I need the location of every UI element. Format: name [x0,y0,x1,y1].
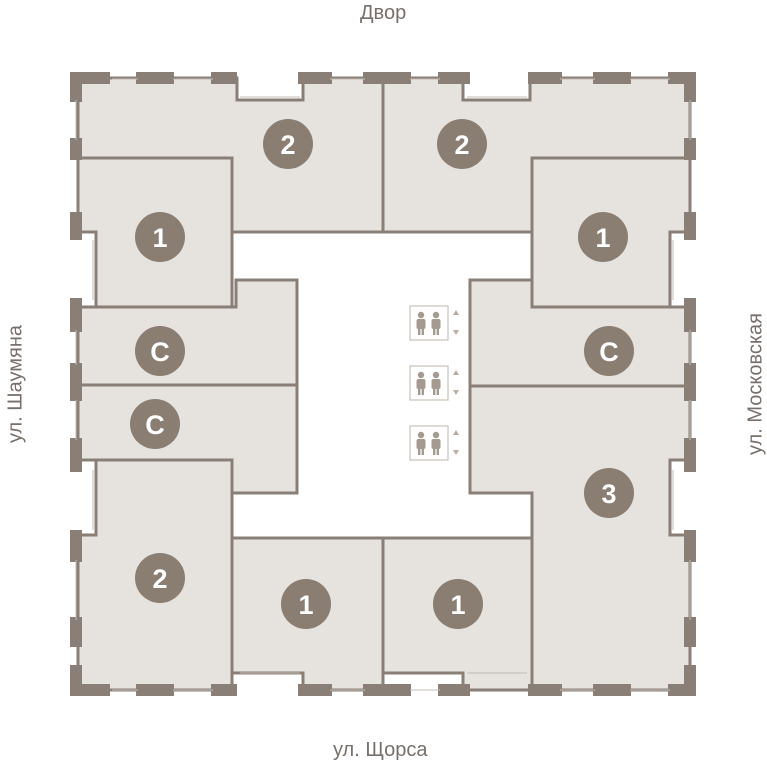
apt-right-1-badge[interactable]: 1 [578,212,628,262]
wall-pier [363,684,411,696]
wall-pier [528,684,562,696]
wall-pier [70,617,82,647]
apartment-type-label: 1 [298,590,313,620]
wall-pier [684,438,696,472]
wall-pier [211,72,237,84]
apt-bottom-1-right-badge[interactable]: 1 [433,579,483,629]
apt-right-3-badge[interactable]: 3 [584,468,634,518]
person-icon [431,431,441,455]
apt-left-c-upper-badge[interactable]: С [135,326,185,376]
apartment-type-label: 2 [280,130,295,160]
wall-pier [70,438,82,472]
wall-pier [684,530,696,562]
wall-pier [136,72,174,84]
apartment-type-label: 1 [152,223,167,253]
elevator-2[interactable] [409,365,459,401]
elevator-box [409,365,449,401]
arrow-up-icon [453,310,459,315]
wall-pier [298,684,332,696]
apartment-type-label: 1 [595,223,610,253]
wall-pier [684,665,696,696]
apt-bottom-1-left-badge[interactable]: 1 [281,579,331,629]
badge-circle [135,553,185,603]
wall-pier [593,72,631,84]
badge-circle [135,212,185,262]
street-label-top: Двор [360,2,407,24]
apt-top-left-2-badge[interactable]: 2 [263,119,313,169]
wall-pier [438,72,470,84]
elevator-1[interactable] [409,305,459,341]
window-strips [75,78,691,691]
apartment-type-label: 1 [450,590,465,620]
apartment-type-label: 2 [454,130,469,160]
person-icon [416,431,426,455]
wall-piers [70,72,696,696]
wall-pier [684,72,696,102]
wall-pier [684,363,696,401]
arrow-up-icon [453,430,459,435]
arrow-down-icon [453,450,459,455]
badge-circle [135,326,185,376]
badge-circle [130,399,180,449]
badge-circle [263,119,313,169]
elevator-3[interactable] [409,425,459,461]
apt-top-right-2-badge[interactable]: 2 [437,119,487,169]
apt-bottom-left-2-badge[interactable]: 2 [135,553,185,603]
wall-pier [70,298,82,332]
person-icon [416,311,426,335]
wall-pier [684,212,696,240]
apartment-type-label: С [599,337,619,367]
apartment-type-label: С [150,337,170,367]
wall-pier [70,530,82,562]
badge-circle [281,579,331,629]
badge-circle [437,119,487,169]
elevator-box [409,305,449,341]
apartment-type-label: 2 [152,564,167,594]
wall-pier [70,212,82,240]
apt-left-c-lower-badge[interactable]: С [130,399,180,449]
wall-pier [298,72,332,84]
wall-pier [363,72,411,84]
wall-pier [438,684,470,696]
arrow-up-icon [453,370,459,375]
wall-pier [528,72,562,84]
wall-pier [684,617,696,647]
wall-pier [593,684,631,696]
badge-circle [578,212,628,262]
badge-circle [584,326,634,376]
wall-pier [70,138,82,160]
arrow-down-icon [453,390,459,395]
wall-pier [136,684,174,696]
wall-pier [70,665,82,696]
person-icon [431,371,441,395]
wall-pier [70,72,82,102]
apartment-type-label: 3 [601,479,616,509]
person-icon [416,371,426,395]
wall-pier [684,298,696,332]
street-label-bottom: ул. Щорса [333,739,428,761]
badge-circle [433,579,483,629]
wall-pier [70,363,82,401]
elevator-box [409,425,449,461]
badge-circle [584,468,634,518]
arrow-down-icon [453,330,459,335]
wall-pier [211,684,237,696]
apt-left-1-badge[interactable]: 1 [135,212,185,262]
apt-right-c-badge[interactable]: С [584,326,634,376]
wall-pier [684,138,696,160]
elevator-group [409,305,459,461]
person-icon [431,311,441,335]
apartment-type-label: С [145,410,165,440]
